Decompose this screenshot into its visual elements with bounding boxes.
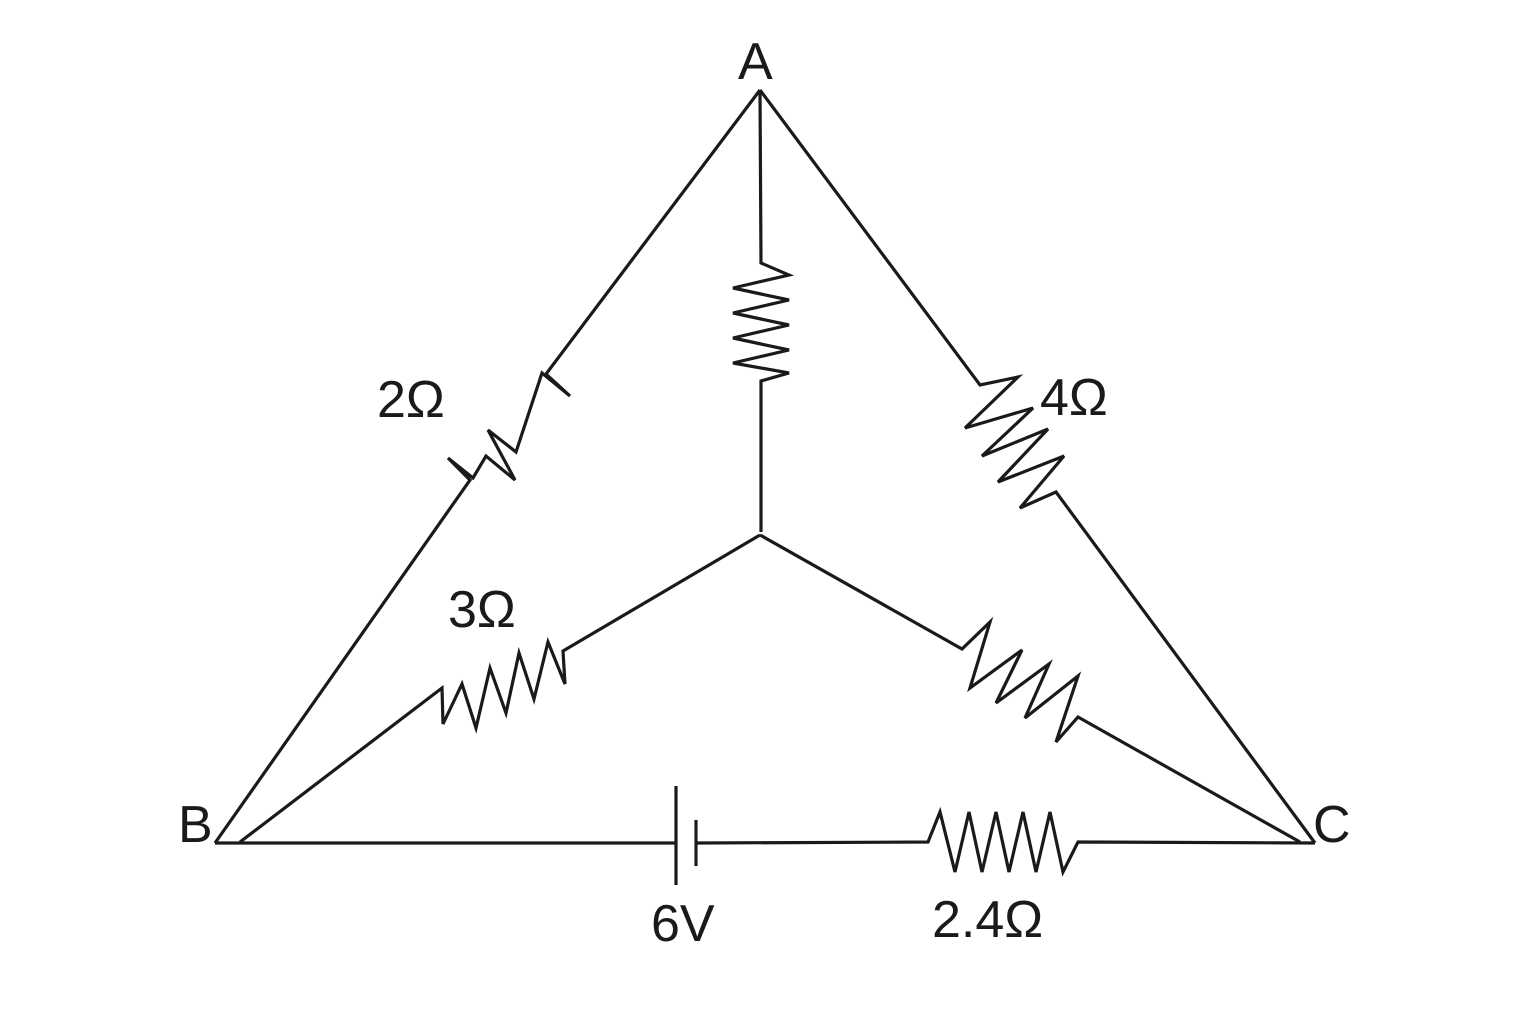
resistor-label-3ohm: 3Ω xyxy=(448,581,516,639)
battery-label-6v: 6V xyxy=(651,895,715,953)
node-label-b: B xyxy=(178,796,213,854)
resistor-label-2ohm: 2Ω xyxy=(377,371,445,429)
node-label-c: C xyxy=(1313,796,1351,854)
wire-a-b xyxy=(213,89,762,844)
wire-center-b xyxy=(239,533,761,844)
wire-a-c xyxy=(758,89,1317,844)
resistor-label-4ohm: 4Ω xyxy=(1040,369,1108,427)
wire-battery-c xyxy=(695,806,1316,877)
node-label-a: A xyxy=(738,33,773,91)
resistor-label-2-4ohm: 2.4Ω xyxy=(932,891,1043,949)
wire-a-center xyxy=(732,89,795,532)
wire-center-c xyxy=(759,533,1301,844)
